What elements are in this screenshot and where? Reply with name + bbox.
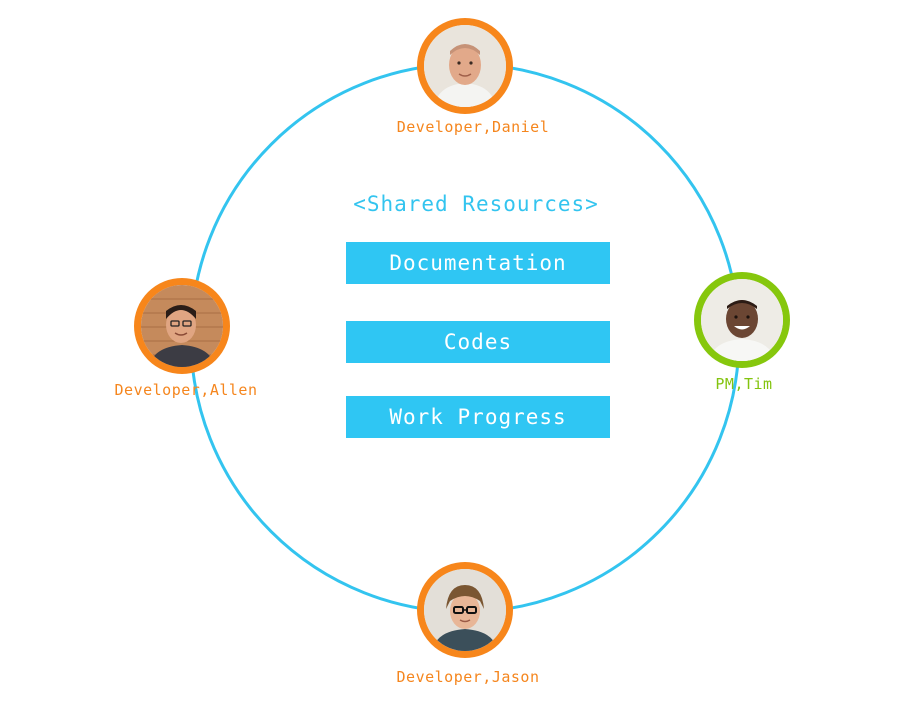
resource-documentation: Documentation [346, 242, 610, 284]
member-label-daniel: Developer,Daniel [396, 118, 550, 136]
member-label-tim: PM,Tim [715, 375, 773, 393]
person-avatar-icon [701, 279, 783, 361]
member-label-allen: Developer,Allen [114, 381, 258, 399]
person-avatar-icon [424, 569, 506, 651]
member-label-jason: Developer,Jason [396, 668, 540, 686]
member-avatar-tim [694, 272, 790, 368]
member-avatar-allen [134, 278, 230, 374]
person-avatar-icon [424, 25, 506, 107]
person-avatar-icon [141, 285, 223, 367]
member-avatar-daniel [417, 18, 513, 114]
member-avatar-jason [417, 562, 513, 658]
diagram-title: <Shared Resources> [353, 192, 599, 216]
resource-codes: Codes [346, 321, 610, 363]
resource-work-progress: Work Progress [346, 396, 610, 438]
